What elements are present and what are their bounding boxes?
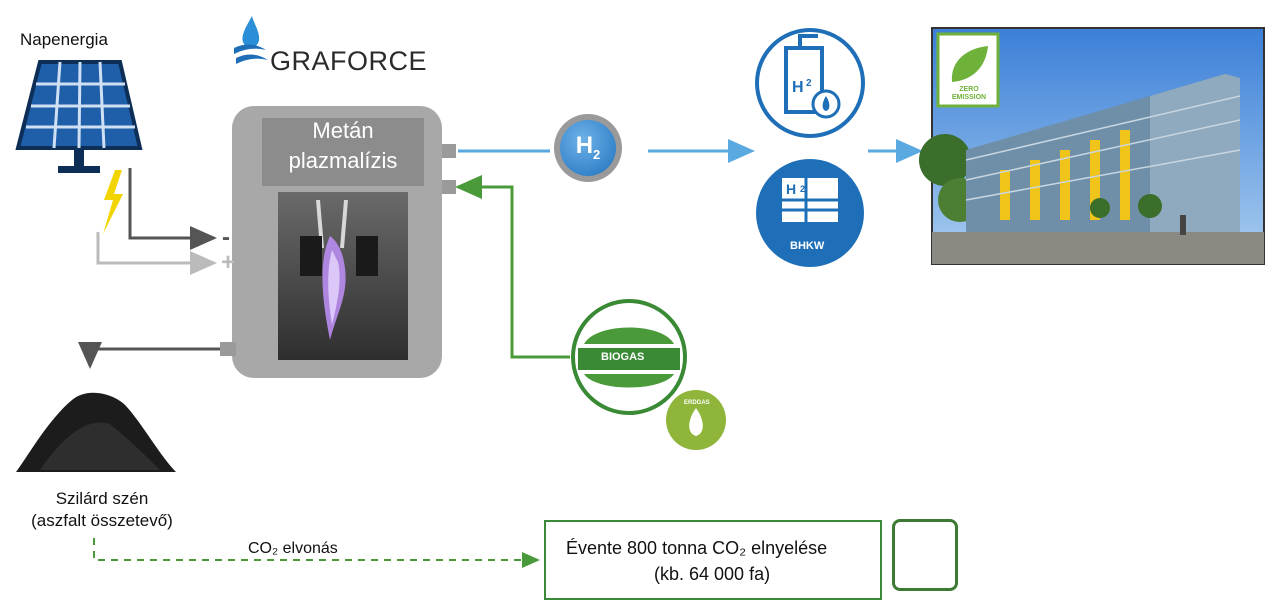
tree-box	[892, 519, 958, 591]
co2-removal-label: CO₂ elvonás	[248, 540, 338, 557]
biogas-line	[455, 175, 570, 359]
plus-sign: +	[221, 249, 236, 276]
solar-label: Napenergia	[20, 30, 108, 49]
reactor-title-line2: plazmalízis	[288, 148, 398, 173]
bhkw-label: BHKW	[790, 240, 825, 252]
h2-label: H2	[556, 116, 620, 180]
carbon-label-line1: Szilárd szén	[55, 489, 149, 508]
erdgas-label: ERDGAS	[684, 400, 710, 406]
graforce-logo-icon	[234, 16, 268, 64]
solar-panel-icon	[15, 60, 143, 173]
lightning-icon	[103, 170, 123, 234]
biogas-label: BIOGAS	[601, 351, 645, 363]
absorption-line1: Évente 800 tonna CO₂ elnyelése	[566, 538, 828, 558]
svg-text:H: H	[792, 79, 804, 96]
reactor-title: Metán plazmalízis	[258, 116, 428, 176]
negative-wire	[128, 168, 217, 250]
carbon-label: Szilárd szén (aszfalt összetevő)	[24, 488, 180, 532]
bhkw-icon: H	[756, 159, 864, 267]
absorption-line2: (kb. 64 000 fa)	[654, 564, 771, 584]
h2-symbol: H	[575, 132, 594, 159]
carbon-output-line	[78, 342, 220, 369]
positive-wire	[96, 232, 217, 275]
brand-label: GRAFORCE	[270, 46, 428, 76]
minus-sign: -	[222, 224, 230, 251]
absorption-box: Évente 800 tonna CO₂ elnyelése (kb. 64 0…	[544, 520, 882, 600]
svg-text:H: H	[786, 181, 796, 197]
reactor-title-line1: Metán	[312, 118, 374, 143]
erdgas-icon	[666, 390, 726, 450]
bhkw-h2-sub: 2	[800, 184, 806, 194]
biogas-icon	[571, 299, 687, 415]
h2-boiler-icon: H	[755, 28, 865, 138]
carbon-label-line2: (aszfalt összetevő)	[31, 511, 173, 530]
zero-emission-label: ZERO EMISSION	[950, 86, 988, 102]
co2-dashed-line	[93, 538, 540, 568]
boiler-h2-sub: 2	[806, 78, 812, 89]
zero-emission-line1: ZERO	[959, 86, 979, 93]
h2-subscript: 2	[593, 146, 601, 162]
zero-emission-line2: EMISSION	[951, 94, 987, 101]
building-photo	[919, 27, 1265, 265]
